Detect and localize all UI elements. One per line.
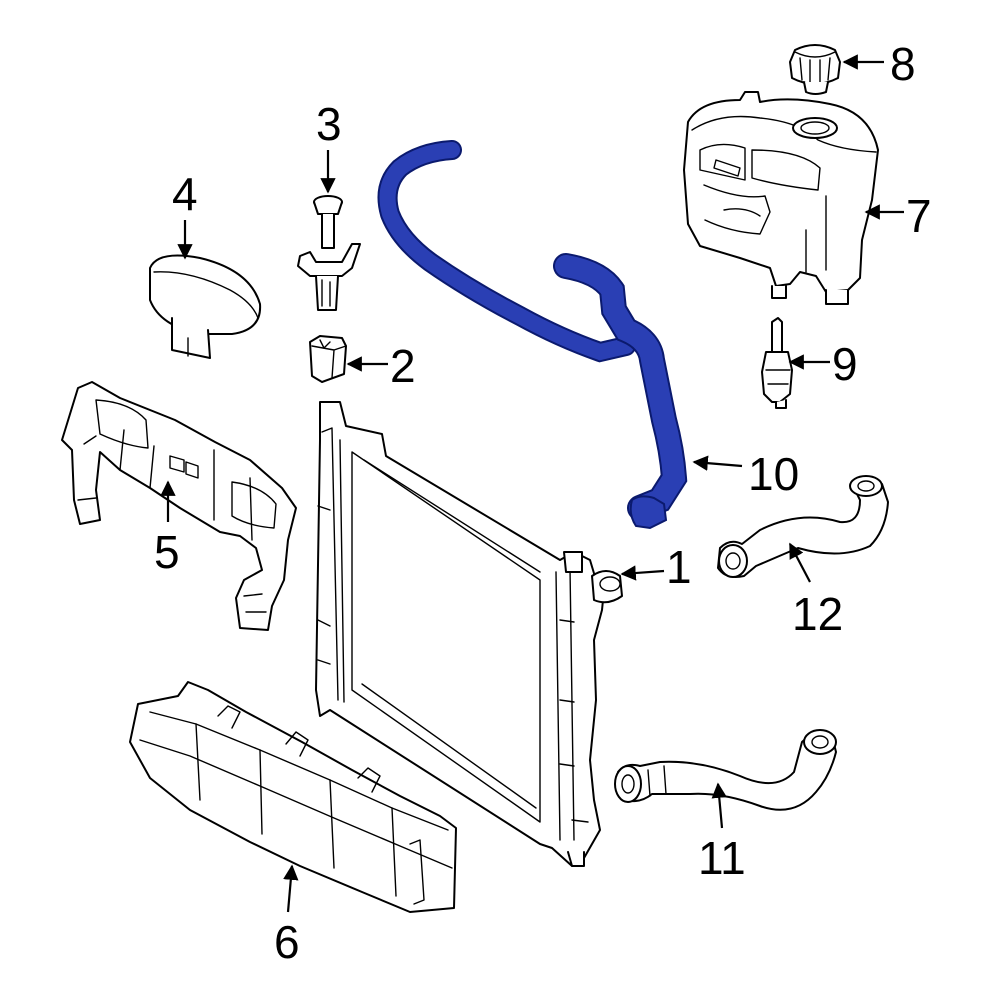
callout-12: 12	[792, 588, 843, 640]
callout-4: 4	[172, 168, 198, 220]
lower-hose-right-part[interactable]	[717, 475, 889, 578]
callout-5: 5	[154, 526, 180, 578]
callout-7: 7	[906, 190, 932, 242]
leader-10	[692, 455, 743, 471]
lower-air-deflector-part[interactable]	[129, 681, 457, 913]
leader-6	[283, 864, 299, 913]
callout-6: 6	[274, 916, 300, 968]
callout-11: 11	[698, 832, 746, 884]
expansion-tank-part[interactable]	[683, 91, 879, 305]
reservoir-cap-part[interactable]	[789, 44, 841, 95]
leader-lines	[160, 54, 904, 913]
callout-3: 3	[316, 98, 342, 150]
callout-9: 9	[832, 338, 858, 390]
mounting-pin-part[interactable]	[297, 195, 361, 311]
upper-air-deflector-part[interactable]	[61, 381, 297, 631]
leader-11	[711, 782, 727, 829]
leader-12	[789, 542, 811, 583]
leader-1	[620, 565, 665, 581]
callout-8: 8	[890, 38, 916, 90]
callout-1: 1	[666, 541, 692, 593]
rubber-mount-part[interactable]	[149, 254, 262, 359]
upper-radiator-hose-highlighted-part[interactable]	[377, 140, 688, 530]
radiator-part[interactable]	[315, 401, 623, 867]
retainer-nut-part[interactable]	[309, 335, 347, 383]
callout-numbers: 1 2 3 4 5 6 7 8 9 10 11 12	[154, 38, 932, 968]
callout-2: 2	[390, 340, 416, 392]
level-sensor-part[interactable]	[761, 317, 793, 409]
lower-hose-bottom-part[interactable]	[614, 729, 837, 811]
callout-10: 10	[748, 448, 799, 500]
